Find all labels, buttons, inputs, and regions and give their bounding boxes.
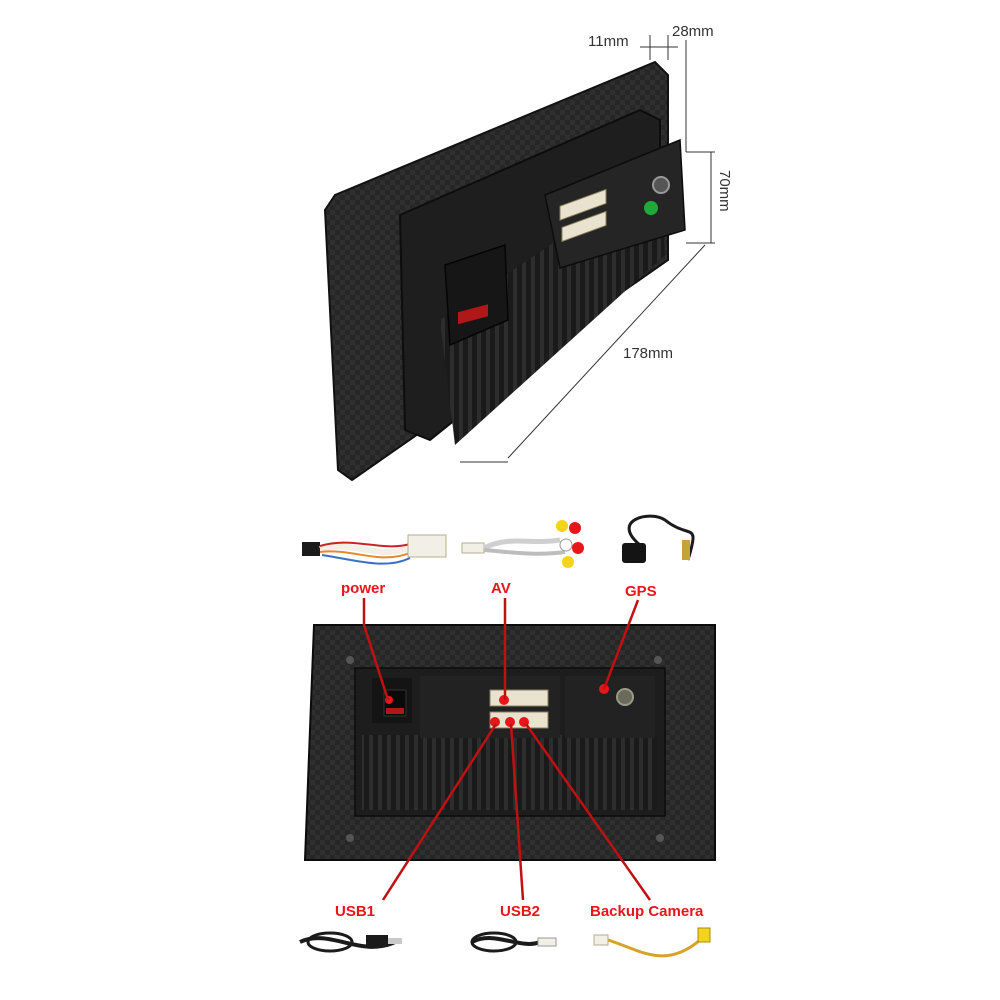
usb1-cable [299, 931, 402, 953]
dimension-depth-small: 11mm [588, 33, 629, 50]
rear-screw-tl [346, 656, 354, 664]
av-socket-perspective [559, 188, 607, 221]
label-backup-camera: Backup Camera [590, 903, 704, 920]
label-av: AV [491, 580, 511, 597]
dimension-depth-large: 28mm [672, 23, 714, 40]
label-power: power [341, 580, 385, 597]
label-usb1: USB1 [335, 903, 375, 920]
av-harness-cable [461, 520, 584, 568]
label-usb2: USB2 [500, 903, 540, 920]
rear-center-panel [420, 676, 560, 738]
usb-socket-perspective [561, 210, 607, 243]
dimension-height: 70mm [716, 170, 733, 212]
rear-screw-br [656, 834, 664, 842]
dimension-lines [460, 35, 715, 463]
usb2-dot [505, 717, 515, 727]
power-harness-cable [302, 534, 447, 565]
av-port [489, 689, 549, 707]
unit-upper-module [544, 138, 686, 269]
rear-right-panel [565, 676, 655, 738]
gps-antenna-cable [622, 514, 695, 563]
dimension-width: 178mm [623, 345, 673, 362]
rear-heatsink [362, 735, 657, 810]
usb1-dot [490, 717, 500, 727]
rear-screw-tr [654, 656, 662, 664]
unit-perspective-view [323, 60, 686, 482]
usb-camera-port [489, 711, 549, 729]
gps-port-perspective [652, 176, 670, 194]
rear-screw-bl [346, 834, 354, 842]
backup-camera-cable [593, 927, 711, 958]
power-port-pins [386, 708, 404, 714]
unit-rear-view [303, 624, 716, 861]
usb2-cable [470, 931, 557, 953]
gps-port [616, 688, 634, 706]
power-port-red-pins [458, 304, 488, 325]
callout-lines [362, 598, 652, 901]
label-gps: GPS [625, 583, 657, 600]
status-led-perspective [644, 201, 658, 215]
